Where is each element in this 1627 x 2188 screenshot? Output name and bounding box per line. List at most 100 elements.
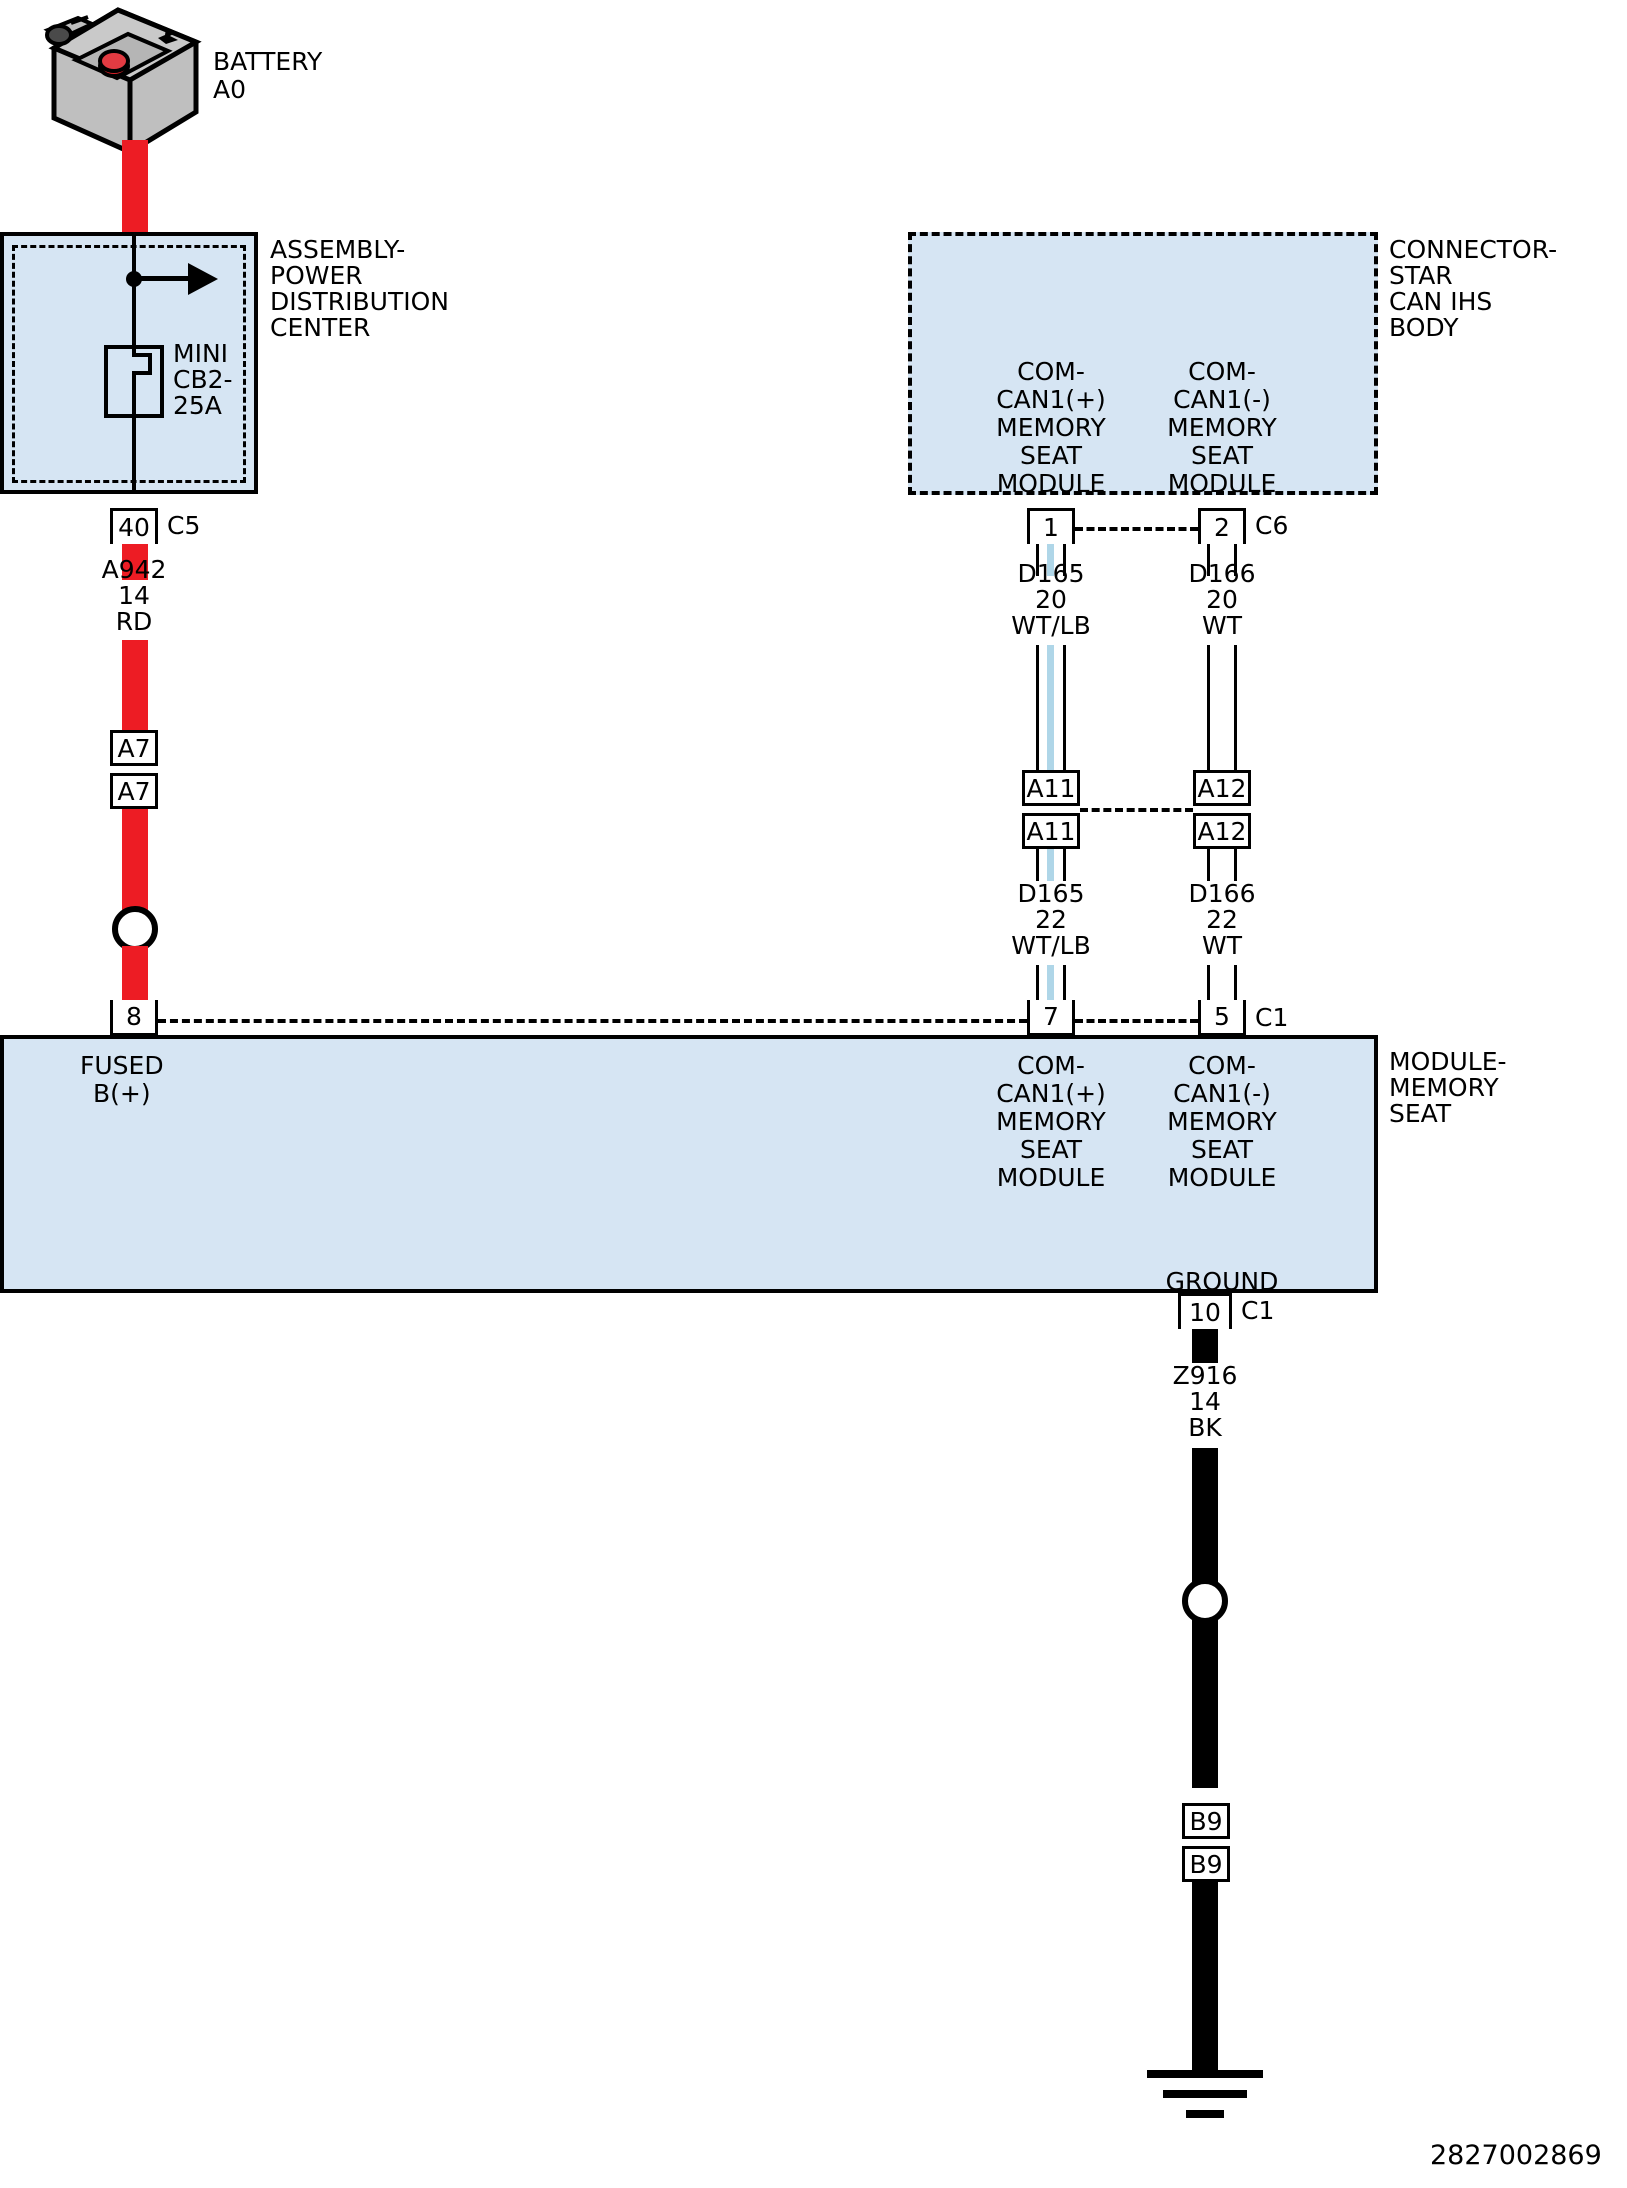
pdc-output-connector-label: C5 (167, 511, 201, 540)
star-connector-label-line2: STAR (1389, 261, 1453, 290)
module-term2-line2: CAN1(-) (1173, 1079, 1271, 1108)
star-term2-line3: MEMORY (1167, 413, 1277, 442)
pdc-label-line3: DISTRIBUTION (270, 287, 449, 316)
ground-symbol-bar-2 (1163, 2090, 1247, 2098)
ground-wire-upper-run (1192, 1448, 1218, 1588)
breaker-label-line3: 25A (173, 391, 222, 420)
star-pin-2: 2 (1198, 508, 1246, 544)
ground-wire-color: BK (1188, 1413, 1222, 1442)
ground-connector-b9-top: B9 (1182, 1803, 1230, 1839)
can-high-upper-color: WT/LB (1011, 611, 1091, 640)
module-power-pin: 8 (110, 1000, 158, 1036)
power-connector-a7-bottom: A7 (110, 773, 158, 809)
module-can-low-pin: 5 (1198, 1000, 1246, 1036)
pdc-output-pin: 40 (110, 508, 158, 544)
star-connector-label-line1: CONNECTOR- (1389, 235, 1558, 264)
module-connector-id: C1 (1255, 1003, 1289, 1032)
star-term1-line5: MODULE (996, 469, 1106, 498)
battery-to-pdc-wire (122, 140, 148, 235)
star-term2-line5: MODULE (1167, 469, 1277, 498)
ground-wire-lower-run (1192, 1882, 1218, 2077)
module-pin7-to-pin5-dashes (1075, 1019, 1198, 1023)
can-low-upper-color: WT (1202, 611, 1242, 640)
power-wire-splice-circle (112, 906, 158, 952)
can-high-lower-gauge: 22 (1035, 905, 1067, 934)
battery-label-line2: A0 (213, 75, 247, 104)
pdc-feed-arrow-line (134, 276, 194, 281)
ground-wire-circuit: Z916 (1172, 1361, 1238, 1390)
star-term2-line2: CAN1(-) (1173, 385, 1271, 414)
pdc-inner-dashed-border (12, 245, 246, 483)
ground-symbol-bar-3 (1186, 2110, 1224, 2118)
module-pin8-to-pin7-dashes (158, 1019, 1027, 1023)
can-high-lower-circuit: D165 (1017, 879, 1085, 908)
module-power-label-line1: FUSED (80, 1051, 164, 1080)
module-power-label-line2: B(+) (93, 1079, 151, 1108)
module-term2-line1: COM- (1188, 1051, 1256, 1080)
can-high-connector-a11-top: A11 (1022, 770, 1080, 806)
star-term2-line1: COM- (1188, 357, 1256, 386)
module-term1-line5: MODULE (996, 1163, 1106, 1192)
ground-symbol-bar-1 (1147, 2070, 1263, 2078)
battery-icon (43, 7, 202, 155)
can-low-connector-a12-top: A12 (1193, 770, 1251, 806)
can-high-connector-a11-bottom: A11 (1022, 813, 1080, 849)
can-high-upper-gauge: 20 (1035, 585, 1067, 614)
can-high-wire-upper (1036, 544, 1066, 576)
pdc-label-line1: ASSEMBLY- (270, 235, 406, 264)
module-term1-line2: CAN1(+) (996, 1079, 1106, 1108)
can-high-upper-circuit: D165 (1017, 559, 1085, 588)
can-low-wire-lower-stub (1207, 849, 1237, 881)
module-term1-line3: MEMORY (996, 1107, 1106, 1136)
module-term1-line4: SEAT (1019, 1135, 1083, 1164)
can-high-wire-upper-run (1036, 645, 1066, 770)
pdc-label-line4: CENTER (270, 313, 371, 342)
module-term2-line3: MEMORY (1167, 1107, 1277, 1136)
module-ground-pin: 10 (1178, 1293, 1232, 1329)
circuit-breaker-stepped-contact (132, 345, 152, 418)
can-low-upper-gauge: 20 (1206, 585, 1238, 614)
power-wire-gauge: 14 (118, 581, 150, 610)
star-pin-link-dashes (1075, 527, 1198, 531)
pdc-feed-arrow-head (188, 263, 218, 295)
document-number: 2827002869 (1430, 2140, 1602, 2171)
pdc-label-line2: POWER (270, 261, 363, 290)
can-low-lower-color: WT (1202, 931, 1242, 960)
power-wire-segment-upper (122, 544, 148, 580)
battery-label-line1: BATTERY (213, 47, 323, 76)
star-pin-1: 1 (1027, 508, 1075, 544)
module-term2-line4: SEAT (1190, 1135, 1254, 1164)
ground-wire-stub (1192, 1329, 1218, 1363)
ground-wire-mid-run (1192, 1618, 1218, 1788)
breaker-label-line1: MINI (173, 339, 229, 368)
power-connector-a7-top: A7 (110, 730, 158, 766)
can-low-lower-circuit: D166 (1188, 879, 1256, 908)
module-can-high-pin: 7 (1027, 1000, 1075, 1036)
can-low-wire-upper (1207, 544, 1237, 576)
can-low-lower-gauge: 22 (1206, 905, 1238, 934)
module-ground-connector-id: C1 (1241, 1296, 1275, 1325)
star-term1-line3: MEMORY (996, 413, 1106, 442)
star-term1-line4: SEAT (1019, 441, 1083, 470)
can-low-connector-a12-bottom: A12 (1193, 813, 1251, 849)
module-ground-label: GROUND (1165, 1267, 1279, 1296)
power-wire-segment-lower (122, 809, 148, 916)
star-connector-id: C6 (1255, 511, 1289, 540)
module-label-line3: SEAT (1389, 1099, 1452, 1128)
module-term2-line5: MODULE (1167, 1163, 1277, 1192)
star-term1-line1: COM- (1017, 357, 1085, 386)
star-connector-label-line4: BODY (1389, 313, 1459, 342)
module-term1-line1: COM- (1017, 1051, 1085, 1080)
star-connector-box (908, 232, 1378, 495)
can-high-lower-color: WT/LB (1011, 931, 1091, 960)
can-low-wire-upper-run (1207, 645, 1237, 770)
power-wire-segment-mid (122, 640, 148, 730)
star-term1-line2: CAN1(+) (996, 385, 1106, 414)
power-wire-circuit: A942 (101, 555, 167, 584)
star-term2-line4: SEAT (1190, 441, 1254, 470)
ground-connector-b9-bottom: B9 (1182, 1846, 1230, 1882)
breaker-label-line2: CB2- (173, 365, 233, 394)
can-low-upper-circuit: D166 (1188, 559, 1256, 588)
power-wire-color: RD (115, 607, 153, 636)
